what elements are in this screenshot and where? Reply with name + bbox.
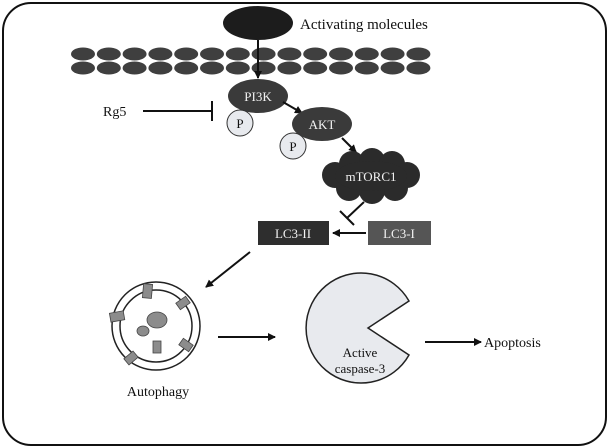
lc3i-box <box>368 221 431 245</box>
apoptosis-label: Apoptosis <box>484 336 541 351</box>
caspase3-shape <box>305 272 410 384</box>
autophagosome <box>108 281 201 371</box>
membrane-lipid <box>380 61 405 75</box>
caspase3-label-line2: caspase-3 <box>335 361 386 376</box>
pi3k-phosphate <box>226 109 254 137</box>
membrane-lipid <box>329 47 353 61</box>
membrane-lipid <box>122 61 147 75</box>
membrane-lipid <box>251 61 276 75</box>
pi3k-phosphate-label: P <box>236 116 243 131</box>
membrane-lipid <box>354 47 379 61</box>
membrane-lipid <box>406 47 431 61</box>
membrane-lipid <box>251 47 276 61</box>
mtorc1-inhibition-bar <box>339 210 355 226</box>
membrane-lipid <box>71 61 95 75</box>
mtorc1-label: mTORC1 <box>345 169 396 184</box>
pi3k-node <box>228 79 288 113</box>
akt-phosphate <box>279 132 307 160</box>
akt-phosphate-label: P <box>289 139 296 154</box>
membrane-lipid <box>96 61 121 75</box>
membrane-lipid <box>277 61 302 75</box>
membrane-lipid <box>174 47 199 61</box>
lc3i-label: LC3-I <box>383 226 415 241</box>
pi3k-label: PI3K <box>244 89 272 104</box>
cell-membrane <box>71 47 431 75</box>
membrane-lipid <box>122 47 147 61</box>
membrane-lipid <box>148 47 173 61</box>
membrane-lipid <box>225 47 250 61</box>
mtorc1-inhibition-line <box>346 201 365 219</box>
membrane-lipid <box>406 61 431 75</box>
membrane-lipid <box>174 61 199 75</box>
akt-mtorc1-arrow <box>341 137 357 153</box>
caspase3-label-line1: Active <box>343 345 378 360</box>
lc3ii-label: LC3-II <box>275 226 311 241</box>
membrane-lipid <box>200 61 224 75</box>
activating-molecules-label: Activating molecules <box>300 17 428 33</box>
akt-node <box>292 107 352 141</box>
membrane-lipid <box>148 61 173 75</box>
membrane-lipid <box>303 47 328 61</box>
rg5-label: Rg5 <box>103 105 126 120</box>
lc3ii-autophagy-arrow <box>205 251 251 288</box>
membrane-lipid <box>329 61 353 75</box>
activating-molecule-ellipse <box>223 6 293 40</box>
membrane-lipid <box>96 47 121 61</box>
autophagy-label: Autophagy <box>127 385 189 400</box>
lc3ii-box <box>258 221 329 245</box>
membrane-lipid <box>200 47 224 61</box>
membrane-lipid <box>277 47 302 61</box>
akt-label: AKT <box>309 117 336 132</box>
membrane-lipid <box>380 47 405 61</box>
mtorc1-cloud <box>322 148 420 204</box>
membrane-lipid <box>303 61 328 75</box>
membrane-lipid <box>354 61 379 75</box>
pi3k-akt-arrow <box>282 101 303 114</box>
membrane-lipid <box>225 61 250 75</box>
membrane-lipid <box>71 47 95 61</box>
